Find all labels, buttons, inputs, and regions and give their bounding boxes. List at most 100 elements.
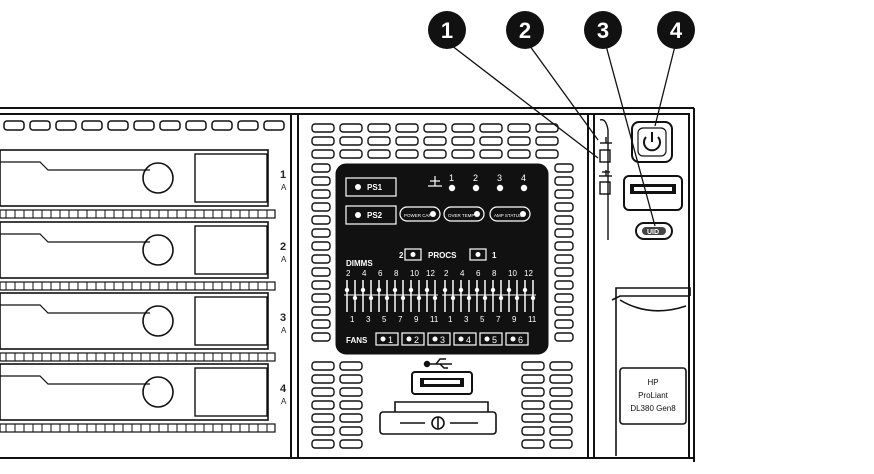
callout-2: 2 — [506, 11, 544, 49]
fan-indicator: 6 — [505, 332, 529, 346]
fan-number: 4 — [466, 335, 471, 345]
vent-slot — [423, 123, 447, 133]
vent-slot — [549, 361, 573, 371]
vent-slot — [339, 136, 363, 146]
dimm-number: 9 — [414, 315, 419, 324]
status-indicator-label: AMP STATUS — [494, 213, 522, 218]
vent-slot — [311, 439, 335, 449]
drive-latch[interactable] — [194, 296, 268, 346]
vent-slot — [311, 374, 335, 384]
vent-slot — [395, 136, 419, 146]
drive-bay-number: 3 — [280, 312, 286, 324]
vent-slot — [507, 149, 531, 159]
vent-slot — [554, 254, 574, 264]
drive-bay[interactable]: 1A — [0, 149, 287, 219]
drive-bay[interactable]: 4A — [0, 363, 287, 433]
drive-latch[interactable] — [194, 225, 268, 275]
vent-slot — [367, 136, 391, 146]
callout-3-number: 3 — [597, 18, 609, 43]
vent-slot — [554, 189, 574, 199]
fan-number: 1 — [388, 335, 393, 345]
vent-slot — [554, 306, 574, 316]
drive-bay[interactable]: 2A — [0, 221, 287, 291]
drive-release-button[interactable] — [142, 305, 174, 337]
vent-slot — [554, 293, 574, 303]
vent-slot — [3, 120, 25, 131]
dimm-number: 9 — [512, 315, 517, 324]
uid-button[interactable]: UID — [635, 222, 673, 240]
vent-slot — [549, 426, 573, 436]
vent-slot — [395, 149, 419, 159]
vent-slot — [339, 374, 363, 384]
callout-4-number: 4 — [670, 18, 683, 43]
vent-slot — [311, 136, 335, 146]
vent-slot — [554, 241, 574, 251]
vent-slot — [211, 120, 233, 131]
vent-slot — [311, 202, 331, 212]
drive-bay[interactable]: 3A — [0, 292, 287, 362]
model-tag: HP ProLiant DL380 Gen8 — [619, 367, 687, 425]
vent-slot — [521, 374, 545, 384]
vent-slot — [339, 400, 363, 410]
drive-release-button[interactable] — [142, 162, 174, 194]
vent-slot — [521, 439, 545, 449]
vent-slot — [311, 241, 331, 251]
nic-led-number: 3 — [497, 173, 502, 183]
model-tag-line: ProLiant — [638, 391, 669, 400]
callout-leaders — [446, 41, 677, 227]
vent-slot — [549, 413, 573, 423]
drive-release-button[interactable] — [142, 234, 174, 266]
drive-latch[interactable] — [194, 367, 268, 417]
dimm-number: 6 — [378, 269, 383, 278]
dimm-number: 12 — [426, 269, 435, 278]
fan-indicator: 1 — [375, 332, 399, 346]
server-chassis — [0, 107, 695, 462]
drive-latch[interactable] — [194, 153, 268, 203]
nic-led-number: 4 — [521, 173, 526, 183]
vent-slot — [554, 319, 574, 329]
vent-slot — [107, 120, 129, 131]
vent-slot — [507, 136, 531, 146]
vent-slot — [479, 136, 503, 146]
drive-area-vents — [3, 120, 285, 131]
vent-slot — [395, 123, 419, 133]
model-tag-model: DL380 Gen8 — [630, 404, 676, 413]
power-button[interactable] — [631, 121, 673, 163]
status-indicator-label: OVER TEMP — [448, 213, 474, 218]
vent-slot — [311, 361, 335, 371]
fan-indicator: 5 — [479, 332, 503, 346]
vent-slot — [339, 426, 363, 436]
vent-slot — [451, 123, 475, 133]
drive-bay-number: 4 — [280, 383, 287, 395]
vent-slot — [451, 149, 475, 159]
dimm-number: 7 — [398, 315, 403, 324]
nic-led — [496, 184, 504, 192]
drive-bay-letter: A — [281, 326, 287, 335]
model-tag-brand: HP — [647, 378, 658, 387]
drive-vent-strip — [0, 281, 276, 291]
vent-slot — [549, 439, 573, 449]
vent-slot — [311, 332, 331, 342]
vent-slot — [311, 267, 331, 277]
vent-slot — [311, 319, 331, 329]
vent-slot — [367, 149, 391, 159]
drive-bay-number: 1 — [280, 169, 286, 181]
nic-led — [448, 184, 456, 192]
nic-icon — [428, 176, 442, 187]
serial-label-pull-tab[interactable] — [379, 401, 497, 435]
dimm-number: 5 — [480, 315, 485, 324]
vent-slot — [311, 280, 331, 290]
control-panel-usb-port[interactable] — [623, 175, 683, 211]
drive-release-button[interactable] — [142, 376, 174, 408]
status-indicator: OVER TEMP — [443, 206, 485, 222]
power-icon — [643, 132, 661, 152]
vent-slot — [554, 280, 574, 290]
vent-slot — [479, 123, 503, 133]
vent-slot — [339, 439, 363, 449]
vent-slot — [554, 202, 574, 212]
vent-slot — [311, 254, 331, 264]
drive-vent-strip — [0, 423, 276, 433]
front-usb-port[interactable] — [411, 358, 473, 395]
